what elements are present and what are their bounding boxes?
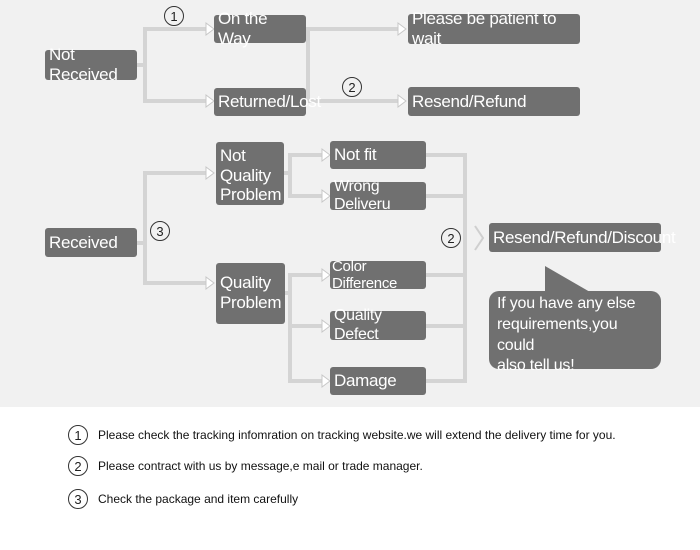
node-label-line: Quality (220, 273, 271, 292)
marker-two-icon: 2 (441, 228, 461, 248)
node-label-line: Not (220, 146, 246, 165)
note-text: Check the package and item carefully (98, 492, 299, 506)
node-label: Please be patient to wait (412, 9, 557, 48)
marker-label: 3 (74, 491, 82, 507)
node-not-received: Not Received (45, 45, 137, 84)
node-not-fit: Not fit (330, 141, 426, 169)
node-received: Received (45, 228, 137, 257)
marker-three-icon: 3 (150, 221, 170, 241)
node-not-quality-problem: Not Quality Problem (216, 142, 284, 205)
node-label: Wrong Deliveru (334, 177, 391, 213)
node-label-line: Problem (220, 185, 282, 205)
node-be-patient: Please be patient to wait (408, 9, 580, 48)
bubble-line: If you have any else (497, 295, 636, 312)
node-resend-refund: Resend/Refund (408, 87, 580, 116)
speech-bubble-tail (545, 266, 590, 292)
marker-one-icon: 1 (164, 6, 184, 26)
node-returned-lost: Returned/Lost (214, 88, 321, 116)
node-label-line: Quality (220, 165, 271, 185)
node-quality-problem: Quality Problem (216, 263, 285, 324)
marker-label: 1 (170, 8, 178, 24)
node-color-difference: Color Difference (330, 258, 426, 292)
marker-three-icon: 3 (68, 489, 88, 509)
connector-lines (137, 22, 485, 388)
marker-label: 2 (447, 230, 455, 246)
node-label: Not Received (49, 45, 118, 84)
node-label: Quality Defect (334, 307, 382, 343)
node-on-the-way: On the Way (214, 9, 306, 48)
node-label-line: Problem (220, 292, 282, 312)
marker-label: 2 (74, 458, 82, 474)
marker-two-icon: 2 (342, 77, 362, 97)
node-quality-defect: Quality Defect (330, 307, 426, 343)
node-wrong-delivery: Wrong Deliveru (330, 178, 426, 213)
speech-bubble: If you have any else requirements,you co… (489, 291, 661, 374)
node-label: Resend/Refund (412, 91, 527, 111)
marker-two-icon: 2 (68, 456, 88, 476)
node-label: Not fit (334, 145, 377, 165)
marker-label: 3 (156, 223, 164, 239)
marker-label: 2 (348, 79, 356, 95)
note-row: 1 Please check the tracking infomration … (68, 425, 616, 445)
node-label: Returned/Lost (218, 92, 321, 112)
note-row: 3 Check the package and item carefully (68, 489, 298, 509)
node-label: On the Way (218, 9, 268, 48)
bubble-line: requirements,you could (497, 315, 618, 354)
node-label: Resend/Refund/Discount (493, 227, 676, 247)
node-damage: Damage (330, 367, 426, 395)
node-label: Color Difference (332, 257, 398, 292)
note-text: Please check the tracking infomration on… (98, 428, 616, 442)
bubble-line: also tell us! (497, 357, 575, 375)
marker-one-icon: 1 (68, 425, 88, 445)
node-resend-refund-discount: Resend/Refund/Discount (489, 223, 676, 252)
chevron-right-icon (474, 225, 485, 251)
node-label: Received (49, 232, 118, 252)
marker-label: 1 (74, 427, 82, 443)
note-text: Please contract with us by message,e mai… (98, 459, 423, 473)
node-label: Damage (334, 371, 397, 391)
note-row: 2 Please contract with us by message,e m… (68, 456, 423, 476)
